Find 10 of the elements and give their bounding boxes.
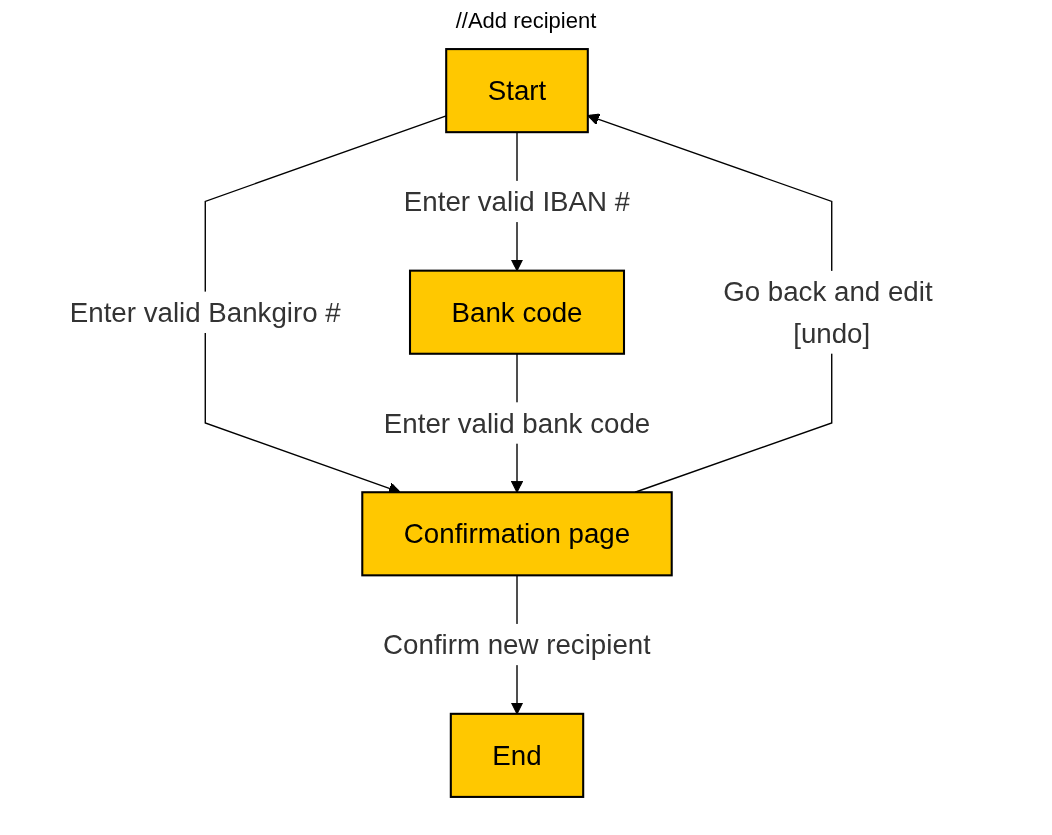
- node-box: Confirmation page: [361, 491, 673, 577]
- diagram-title: //Add recipient: [454, 8, 598, 34]
- node-box: Bank code: [408, 269, 626, 355]
- edge-label: Confirm new recipient: [383, 629, 651, 660]
- node-box: Start: [445, 48, 589, 134]
- edge-label: Enter valid IBAN #: [403, 186, 631, 217]
- edge-label: Enter valid Bankgiro #: [69, 296, 341, 328]
- edge-label: Enter valid bank code: [383, 407, 651, 439]
- edge-label: Go back and edit [undo]: [723, 276, 933, 349]
- node-box: End: [449, 712, 585, 798]
